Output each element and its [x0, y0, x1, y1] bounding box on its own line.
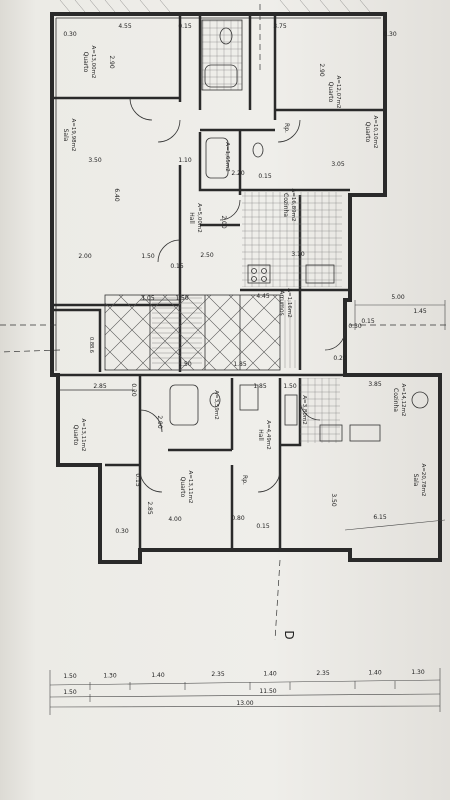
room-name-quarto2: Quarto [327, 82, 334, 103]
room-area-sala2: A=20,78m2 [420, 464, 426, 497]
dim-inner-13: 5.00 [391, 294, 405, 301]
room-name-quarto3: Quarto [364, 122, 371, 143]
dim-inner-5: 6.40 [113, 188, 120, 202]
dim-bottom1-5: 2.35 [316, 670, 330, 677]
dim-bottom1-4: 1.40 [263, 671, 277, 678]
room-area-cozinha2: A=14,12m2 [400, 384, 406, 417]
dim-top-0: 0.30 [63, 31, 77, 38]
room-name-hall1: Hall [188, 212, 195, 224]
room-area-hall1: A=5,00m2 [196, 203, 202, 232]
dim-inner-36: 2.20 [231, 170, 245, 177]
dim-bottom2-1: 11.50 [259, 688, 276, 695]
dim-inner-18: 1.50 [178, 361, 192, 368]
dim-inner-14: 4.45 [256, 293, 270, 300]
axis-lines [0, 0, 450, 641]
dim-inner-22: 0.20 [130, 383, 137, 397]
stair-core [104, 294, 296, 371]
dim-inner-26: 4.00 [168, 516, 182, 523]
dim-inner-0: 2.90 [108, 55, 115, 69]
room-name-cozinha2: Cozinha [392, 388, 399, 412]
room-area-wc3: A=3,80m2 [301, 395, 307, 424]
dim-inner-4: 3.05 [331, 161, 345, 168]
dim-inner-32: 0.30 [348, 323, 362, 330]
dim-inner-7: 1.50 [141, 253, 155, 260]
room-area-quarto3: A=10,10m2 [372, 116, 378, 149]
compartment-label: 0.88.6 [88, 337, 94, 353]
room-area-cozinha: A=16,89m2 [290, 189, 296, 222]
dim-bottom2-0: 1.50 [63, 689, 77, 696]
dim-top-3: 3.75 [273, 23, 287, 30]
room-name-quarto5: Quarto [179, 477, 186, 498]
dim-bottom1-6: 1.40 [368, 669, 382, 676]
dim-inner-21: 2.85 [93, 383, 107, 390]
dim-inner-37: 0.15 [258, 173, 272, 180]
dim-inner-10: 2.00 [220, 215, 227, 229]
room-area-hall2: A=4,49m2 [265, 420, 271, 449]
top-boundary-hatch [59, 0, 371, 13]
outer-walls [50, 12, 442, 564]
dim-top-1: 4.55 [118, 23, 132, 30]
dim-inner-25: 2.85 [146, 501, 153, 515]
room-area-quarto1: A=13,00m2 [90, 46, 96, 79]
dim-inner-27: 0.80 [231, 515, 245, 522]
dim-bottom1-2: 1.40 [151, 672, 165, 679]
room-area-quarto4: A=13,11m2 [80, 419, 86, 452]
room-area-arrumos1: A=1,16m2 [286, 288, 292, 317]
dim-bottom3-0: 13.00 [236, 700, 253, 707]
room-name-hall2: Hall [257, 429, 264, 441]
dim-inner-3: 1.10 [178, 157, 192, 164]
direction-d-label: D [282, 630, 296, 639]
dim-top-2: 0.15 [178, 23, 192, 30]
dim-inner-1: 2.90 [318, 63, 325, 77]
room-area-sala: A=19,98m2 [70, 119, 76, 152]
room-area-wc2: A=3,59m2 [213, 390, 219, 419]
room-name-arrumos1: Arrumos [278, 290, 285, 315]
room-name-cozinha: Cozinha [282, 193, 289, 217]
dim-inner-9: 3.10 [291, 251, 305, 258]
room-area-quarto5: A=13,11m2 [187, 471, 193, 504]
dim-inner-11: 0.15 [170, 263, 184, 270]
dim-inner-20: 3.85 [368, 381, 382, 388]
dim-inner-35: 1.50 [283, 383, 297, 390]
dim-bottom1-3: 2.35 [211, 671, 225, 678]
door-swings [129, 97, 346, 493]
bottom-dimension-lines [49, 668, 441, 715]
dim-inner-33: 0.20 [333, 355, 347, 362]
kitchen-tiles [242, 192, 342, 443]
dim-inner-6: 2.00 [78, 253, 92, 260]
dim-top-4: 0.30 [383, 31, 397, 38]
dim-inner-34: 1.85 [253, 383, 267, 390]
dimension-labels: 0.30 4.55 0.15 3.75 0.30 2.90 2.90 3.50 1.10 3.05… [63, 23, 427, 707]
room-area-quarto2: A=12,07m2 [335, 76, 341, 109]
dim-bottom1-7: 1.30 [411, 669, 425, 676]
bathroom-fixtures [169, 19, 298, 426]
dim-inner-15: 1.45 [413, 308, 427, 315]
dim-inner-17: 1.05 [141, 295, 155, 302]
kitchen-appliances [247, 264, 429, 442]
room-area-wc1: A=1,65m2 [224, 142, 230, 171]
dim-bottom1-1: 1.30 [103, 672, 117, 679]
dim-inner-8: 2.50 [200, 252, 214, 259]
dim-inner-2: 3.50 [88, 157, 102, 164]
right-dimension-lines [344, 300, 446, 531]
room-name-sala2: Sala [412, 474, 419, 487]
room-name-quarto4: Quarto [72, 425, 79, 446]
room-name-quarto1: Quarto [82, 52, 89, 73]
dim-bottom1-0: 1.50 [63, 673, 77, 680]
dim-inner-24: 0.15 [134, 473, 141, 487]
dim-inner-30: 3.50 [330, 493, 337, 507]
room-name-sala: Sala [62, 129, 69, 142]
dim-inner-31: 6.15 [373, 514, 387, 521]
rp-label: Rp. [241, 475, 248, 485]
rp-label-2: Rp. [283, 123, 290, 133]
dim-inner-16: 0.15 [361, 318, 375, 325]
dim-inner-19: 1.85 [233, 361, 247, 368]
dim-inner-12: 1.50 [175, 295, 189, 302]
dim-inner-28: 0.30 [115, 528, 129, 535]
dim-inner-23: 2.90 [156, 415, 163, 429]
dim-inner-29: 0.15 [256, 523, 270, 530]
